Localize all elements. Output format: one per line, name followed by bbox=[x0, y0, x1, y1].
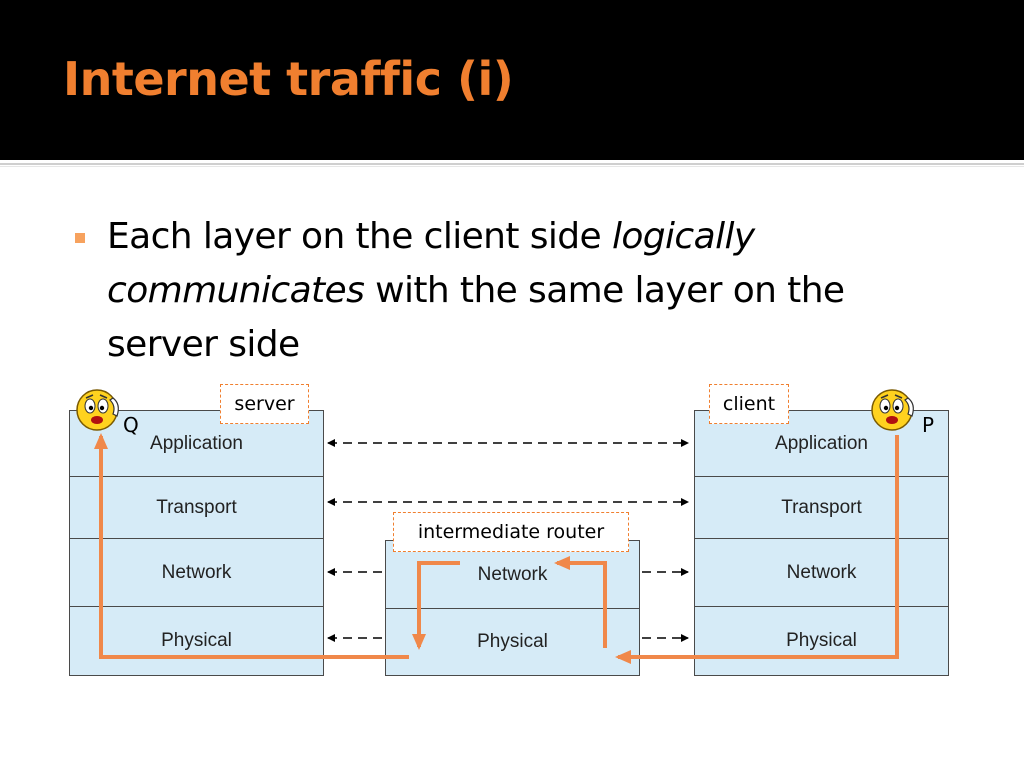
traffic-path-router-up bbox=[554, 556, 607, 648]
client-layer-transport: Transport bbox=[695, 477, 948, 539]
client-layer-application: Application bbox=[695, 411, 948, 477]
bullet-text: Each layer on the client side logically … bbox=[107, 210, 927, 372]
worried-face-icon bbox=[871, 389, 914, 431]
title-bar bbox=[0, 0, 1024, 160]
server-layer-application: Application bbox=[70, 411, 323, 477]
divider bbox=[0, 163, 1024, 165]
slide-title: Internet traffic (i) bbox=[63, 52, 514, 106]
server-layer-network: Network bbox=[70, 539, 323, 607]
endpoint-p-label: P bbox=[922, 413, 935, 437]
bullet-text-part1: Each layer on the client side bbox=[107, 216, 612, 257]
bullet-text-part2: with the same layer on the server side bbox=[107, 270, 845, 365]
server-label: server bbox=[220, 384, 309, 424]
client-layer-network: Network bbox=[695, 539, 948, 607]
server-layer-transport: Transport bbox=[70, 477, 323, 539]
bullet-text-italic: logically communicates bbox=[107, 216, 755, 311]
worried-face-icon bbox=[76, 389, 119, 431]
bullet-marker bbox=[75, 233, 85, 243]
server-layer-physical: Physical bbox=[161, 630, 232, 651]
endpoint-q-label: Q bbox=[123, 413, 139, 437]
server-stack: Application Transport Network Physical bbox=[69, 410, 324, 676]
router-layer-network: Network bbox=[386, 541, 639, 609]
client-label: client bbox=[709, 384, 789, 424]
traffic-path-router-down bbox=[412, 561, 460, 650]
router-layer-physical: Physical bbox=[477, 631, 548, 652]
router-label: intermediate router bbox=[393, 512, 629, 552]
traffic-path-server-up bbox=[94, 433, 409, 659]
divider-shadow bbox=[0, 166, 1024, 167]
client-stack: Application Transport Network Physical bbox=[694, 410, 949, 676]
traffic-path-client-down bbox=[615, 435, 899, 664]
client-layer-physical: Physical bbox=[786, 630, 857, 651]
